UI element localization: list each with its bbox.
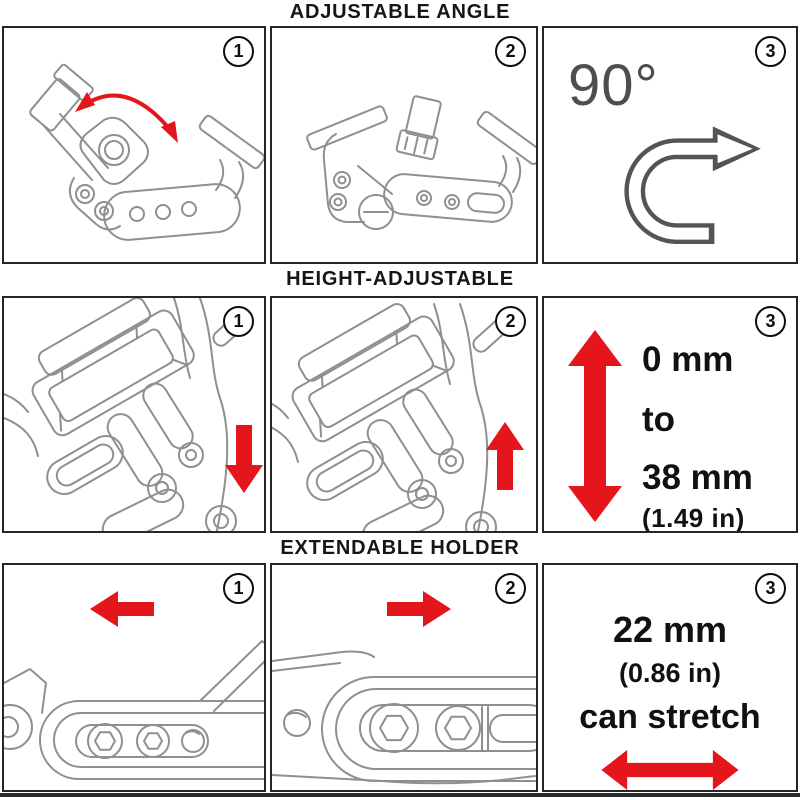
red-arrow-right-icon xyxy=(387,591,451,627)
section-title-adjustable-angle: ADJUSTABLE ANGLE xyxy=(289,1,511,23)
stretch-range-text: 22 mm (0.86 in) can stretch xyxy=(544,565,796,790)
rotation-arc-red-arrow-icon xyxy=(75,92,178,143)
red-arrow-down-icon xyxy=(225,425,263,493)
stretch-caption-label: can stretch xyxy=(579,698,761,736)
red-arrow-up-icon xyxy=(486,422,524,490)
bracket-closeup-drawing xyxy=(272,298,516,531)
panel-extend-step2: 2 xyxy=(270,563,538,792)
row-extendable-holder: 1 2 22 mm (0.86 in) can stretch 3 xyxy=(2,563,798,792)
step-badge-2: 2 xyxy=(495,573,526,604)
stretch-mm-label: 22 mm xyxy=(612,609,728,650)
bottom-edge-bar xyxy=(0,793,800,797)
lever-device-folded-drawing xyxy=(304,93,536,230)
stretch-inches-label: (0.86 in) xyxy=(618,658,722,688)
range-to-label: to xyxy=(642,400,676,439)
bracket-closeup-drawing xyxy=(4,298,256,531)
step-badge-3: 3 xyxy=(755,573,786,604)
red-double-arrow-horizontal-icon xyxy=(601,750,739,790)
row-adjustable-angle: 1 2 90° 3 xyxy=(2,26,798,264)
step-badge-3: 3 xyxy=(755,36,786,67)
panel-height-step3: 0 mm to 38 mm (1.49 in) 3 xyxy=(542,296,798,533)
section-title-extendable-holder: EXTENDABLE HOLDER xyxy=(280,537,520,559)
range-start-label: 0 mm xyxy=(642,340,734,379)
height-range-text: 0 mm to 38 mm (1.49 in) xyxy=(642,340,753,533)
row-height-adjustable: 1 2 0 mm to 38 mm (1.49 in) 3 xyxy=(2,296,798,533)
red-double-arrow-vertical-icon xyxy=(568,330,622,522)
step-badge-3: 3 xyxy=(755,306,786,337)
section-title-height-adjustable: HEIGHT-ADJUSTABLE xyxy=(286,268,514,290)
panel-angle-step2: 2 xyxy=(270,26,538,264)
panel-angle-step1: 1 xyxy=(2,26,266,264)
range-inches-label: (1.49 in) xyxy=(642,503,745,533)
range-end-label: 38 mm xyxy=(642,458,753,497)
angle-value-label: 90° xyxy=(568,53,659,118)
panel-angle-step3: 90° 3 xyxy=(542,26,798,264)
step-badge-1: 1 xyxy=(223,573,254,604)
red-arrow-left-icon xyxy=(90,591,154,627)
u-turn-right-arrow-icon xyxy=(624,126,761,244)
panel-height-step2: 2 xyxy=(270,296,538,533)
step-badge-1: 1 xyxy=(223,36,254,67)
panel-height-step1: 1 xyxy=(2,296,266,533)
step-badge-2: 2 xyxy=(495,36,526,67)
panel-extend-step3: 22 mm (0.86 in) can stretch 3 xyxy=(542,563,798,792)
panel-extend-step1: 1 xyxy=(2,563,266,792)
step-badge-2: 2 xyxy=(495,306,526,337)
step-badge-1: 1 xyxy=(223,306,254,337)
